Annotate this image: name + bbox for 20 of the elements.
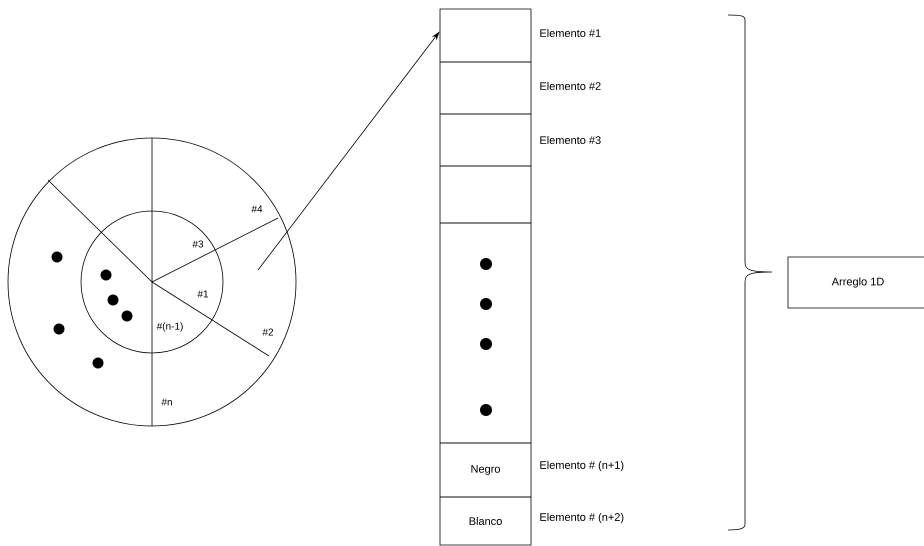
element-label: Elemento #1 bbox=[540, 28, 601, 38]
array-cell bbox=[440, 222, 532, 444]
sector-label: #n bbox=[162, 398, 172, 406]
sector-label: #3 bbox=[192, 240, 204, 248]
element-label: Elemento # (n+1) bbox=[540, 460, 624, 472]
array-cell bbox=[440, 8, 532, 62]
array-cell: Blanco bbox=[440, 496, 532, 546]
element-label: Elemento #3 bbox=[540, 136, 601, 144]
sector-label: #4 bbox=[252, 206, 262, 212]
array-cell: Negro bbox=[440, 442, 532, 498]
array-cell bbox=[440, 166, 532, 224]
element-label: Elemento #2 bbox=[540, 82, 601, 90]
element-label: Elemento # (n+2) bbox=[540, 512, 624, 524]
sector-label: #(n-1) bbox=[156, 322, 183, 332]
array-cell bbox=[440, 114, 532, 166]
circle-diagram bbox=[8, 138, 296, 426]
array-cell bbox=[440, 62, 532, 114]
sector-label: #2 bbox=[262, 328, 274, 336]
labeled-box: Arreglo 1D bbox=[788, 256, 924, 308]
sector-label: #1 bbox=[198, 290, 208, 298]
